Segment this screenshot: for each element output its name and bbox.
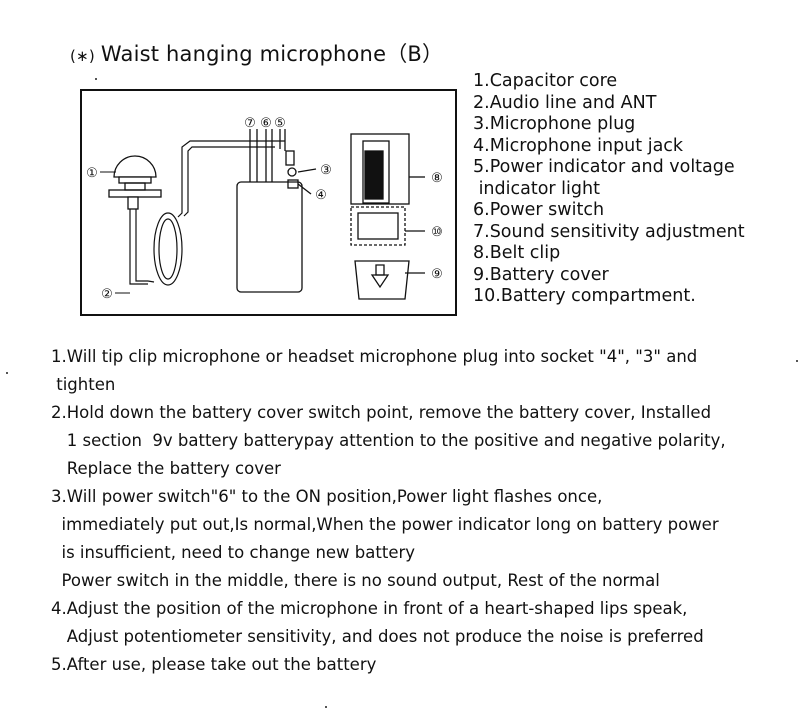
instruction-line: Adjust potentiometer sensitivity, and do…	[51, 627, 704, 646]
instruction-line: 1.Will tip clip microphone or headset mi…	[51, 347, 698, 366]
scan-speck	[6, 372, 8, 374]
instruction-line: Power switch in the middle, there is no …	[51, 571, 660, 590]
instruction-line: 1 section 9v battery batterypay attentio…	[51, 431, 726, 450]
parts-legend: 1.Capacitor core 2.Audio line and ANT 3.…	[473, 71, 745, 308]
transmitter-body	[236, 129, 317, 293]
legend-item: 8.Belt clip	[473, 243, 561, 263]
microphone-diagram: ① ② ③ ④ ⑤ ⑥ ⑦ ⑧ ⑨ ⑩	[80, 89, 457, 316]
scan-speck	[325, 706, 327, 708]
callout-3: ③	[320, 163, 332, 178]
instructions-list: 1.Will tip clip microphone or headset mi…	[51, 343, 726, 679]
legend-item: 7.Sound sensitivity adjustment	[473, 221, 745, 242]
scan-speck	[796, 360, 798, 362]
microphone-head	[108, 155, 162, 210]
callout-8: ⑧	[431, 171, 443, 186]
instruction-line: 3.Will power switch"6" to the ON positio…	[51, 487, 603, 506]
legend-item: 9.Battery cover	[473, 264, 609, 285]
legend-item: 5.Power indicator and voltage	[473, 157, 735, 177]
callout-4: ④	[315, 188, 327, 203]
instruction-line: tighten	[51, 375, 116, 394]
title-text: Waist hanging microphone（B）	[100, 42, 444, 66]
callout-9: ⑨	[431, 267, 443, 282]
legend-item: 2.Audio line and ANT	[473, 92, 657, 113]
belt-clip	[350, 133, 425, 205]
callout-6: ⑥	[260, 116, 272, 131]
legend-item: 10.Battery compartment.	[473, 286, 696, 306]
legend-item: indicator light	[473, 178, 600, 199]
instruction-line: Replace the battery cover	[51, 459, 281, 478]
title-marker: (∗)	[70, 47, 95, 65]
callout-10: ⑩	[431, 225, 443, 240]
callout-leaders	[100, 171, 130, 294]
battery-compartment	[350, 206, 425, 246]
diagram-frame	[80, 89, 457, 316]
instruction-line: 4.Adjust the position of the microphone …	[51, 599, 688, 618]
callout-1: ①	[86, 166, 98, 181]
legend-item: 1.Capacitor core	[473, 71, 618, 91]
page-title: (∗) Waist hanging microphone（B）	[70, 38, 443, 68]
legend-item: 3.Microphone plug	[473, 114, 636, 134]
instruction-line: immediately put out,Is normal,When the p…	[51, 515, 719, 534]
instruction-line: 2.Hold down the battery cover switch poi…	[51, 403, 712, 422]
battery-cover	[354, 260, 425, 300]
scan-speck	[95, 78, 97, 80]
instruction-line: 5.After use, please take out the battery	[51, 655, 377, 674]
callout-2: ②	[101, 287, 113, 302]
callout-7: ⑦	[244, 116, 256, 131]
legend-item: 4.Microphone input jack	[473, 135, 684, 156]
callout-5: ⑤	[274, 116, 286, 131]
legend-item: 6.Power switch	[473, 200, 605, 220]
instruction-line: is insufficient, need to change new batt…	[51, 543, 416, 562]
audio-cable	[129, 140, 285, 286]
